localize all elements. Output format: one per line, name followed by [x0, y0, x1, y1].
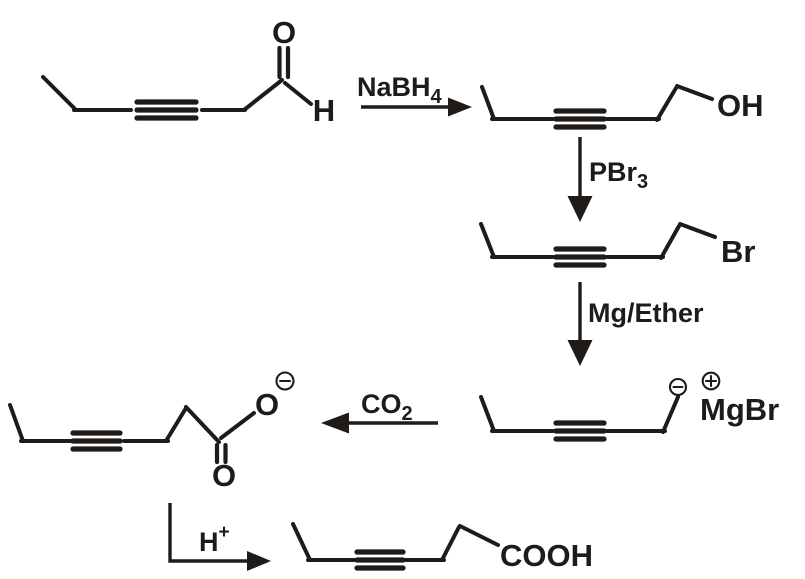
bond — [164, 406, 188, 443]
reagent-pbr3-label: PBr3 — [589, 157, 648, 193]
arrow-co2: CO2 — [321, 389, 438, 434]
molecule-carboxylate: O O — [8, 371, 295, 493]
triple-bond — [70, 430, 123, 452]
arrow-h-plus: H+ — [168, 503, 271, 571]
bromine-label: Br — [721, 234, 755, 269]
bond — [291, 522, 312, 562]
arrow-mg-ether: Mg/Ether — [567, 282, 704, 366]
triple-bond — [553, 246, 607, 268]
bond — [41, 75, 78, 112]
bond — [479, 395, 496, 433]
arrow-nabh4: NaBH4 — [357, 72, 472, 117]
bond — [440, 525, 461, 562]
carbonyl-double-bond — [214, 442, 228, 465]
bond — [242, 78, 284, 112]
triple-bond — [134, 99, 199, 121]
arrow-right-icon — [247, 551, 271, 571]
molecule-aldehyde: O H — [41, 15, 335, 128]
reagent-nabh4-label: NaBH4 — [357, 72, 443, 108]
molecule-grignard: MgBr — [479, 371, 779, 442]
carbonyl-oxygen-label: O — [272, 15, 296, 50]
aldehyde-hydrogen-label: H — [313, 93, 335, 128]
oxygen-anion-label: O — [255, 387, 279, 422]
bond — [675, 84, 714, 101]
bond — [458, 524, 500, 547]
magnesium-bromide-label: MgBr — [700, 392, 779, 427]
bond — [479, 222, 496, 259]
hydroxyl-label: OH — [717, 88, 764, 123]
molecule-alcohol: OH — [480, 84, 764, 130]
reagent-h-plus-label: H+ — [199, 522, 230, 557]
reagent-co2-label: CO2 — [361, 389, 413, 425]
triple-bond — [553, 108, 607, 130]
bond — [661, 395, 680, 434]
bond — [8, 403, 25, 443]
carbonyl-oxygen-label: O — [212, 458, 236, 493]
bond — [678, 222, 717, 239]
negative-charge-icon — [668, 377, 688, 397]
arrow-down-icon — [567, 196, 593, 222]
arrow-left-icon — [321, 412, 349, 434]
molecule-bromide: Br — [479, 222, 755, 269]
negative-charge-icon — [275, 371, 295, 391]
arrow-right-icon — [448, 97, 472, 117]
bond — [480, 85, 496, 121]
triple-bond — [354, 549, 406, 571]
bond — [219, 411, 256, 440]
arrow-down-icon — [567, 340, 593, 366]
bond — [283, 81, 313, 106]
reagent-mg-ether-label: Mg/Ether — [588, 298, 704, 328]
carbonyl-double-bond — [277, 45, 291, 80]
bond — [659, 224, 681, 260]
bond — [655, 86, 678, 122]
molecule-carboxylic-acid: COOH — [291, 522, 593, 573]
carboxyl-group-label: COOH — [500, 538, 593, 573]
positive-charge-icon — [701, 371, 721, 391]
triple-bond — [553, 420, 607, 442]
arrow-shaft — [168, 503, 250, 563]
bond — [184, 405, 221, 444]
arrow-pbr3: PBr3 — [567, 137, 648, 222]
